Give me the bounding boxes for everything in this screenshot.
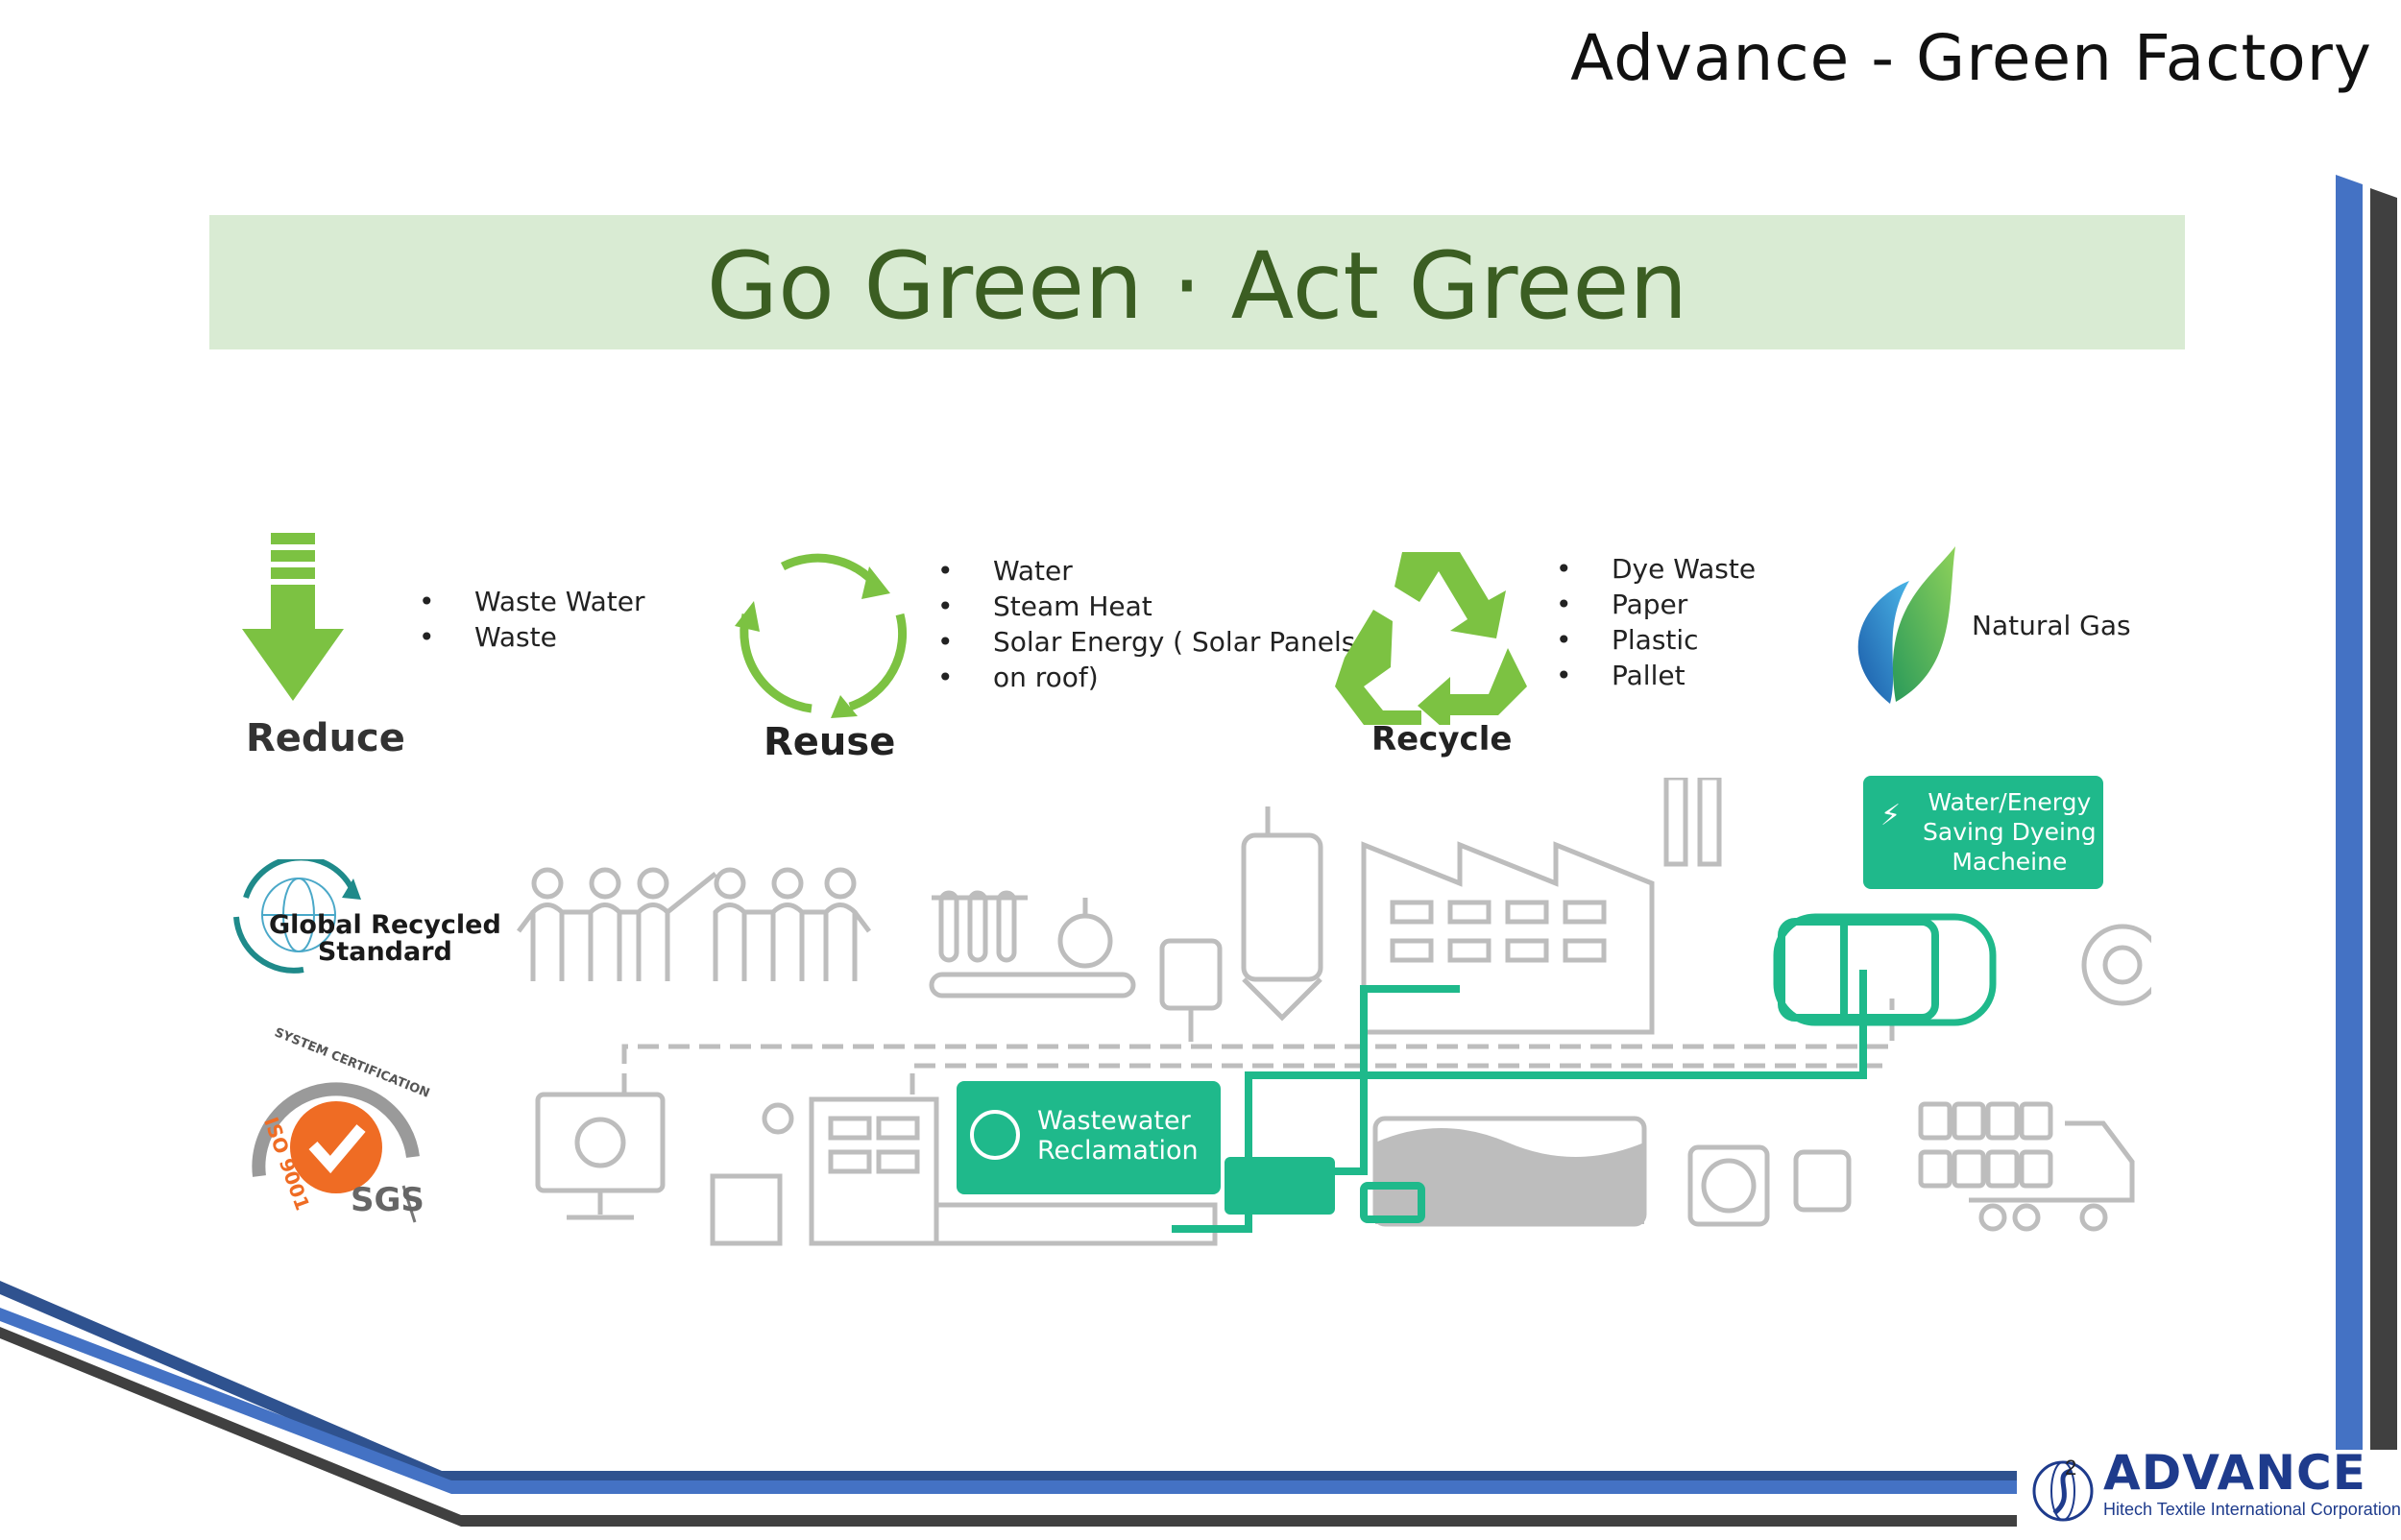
list-item: Steam Heat xyxy=(937,589,1355,624)
water-energy-callout: ⚡ Water/Energy Saving Dyeing Macheine xyxy=(1863,776,2103,889)
company-name: ADVANCE xyxy=(2103,1445,2366,1501)
list-item: Water xyxy=(937,553,1355,589)
natural-gas-flame-icon xyxy=(1857,546,1955,704)
water-energy-line3: Macheine xyxy=(1952,848,2068,876)
wastewater-text: Wastewater Reclamation xyxy=(1037,1106,1199,1166)
grs-line1: Global Recycled xyxy=(269,910,501,940)
list-item: Waste xyxy=(419,619,645,655)
list-item: Pallet xyxy=(1556,658,1756,693)
filter-tank-icon xyxy=(1225,1157,1335,1215)
list-item: Dye Waste xyxy=(1556,551,1756,587)
reduce-arrow-icon xyxy=(242,533,344,701)
truck-pallets-icon xyxy=(1918,1101,2135,1232)
wastewater-callout: Wastewater Reclamation xyxy=(957,1081,1221,1194)
list-item: Plastic xyxy=(1556,622,1756,658)
sgs-iso-badge xyxy=(252,1082,420,1223)
wastewater-line1: Wastewater xyxy=(1037,1106,1191,1136)
factory-building-icon xyxy=(1361,778,1722,1035)
slogan-text: Go Green · Act Green xyxy=(706,232,1688,340)
reuse-cycle-icon xyxy=(735,553,908,718)
monitor-timer-icon xyxy=(535,1092,666,1220)
advance-globe-logo xyxy=(2032,1460,2094,1522)
page-number: 2 xyxy=(2065,1456,2077,1480)
list-item: Paper xyxy=(1556,587,1756,622)
gear-icon xyxy=(2081,924,2151,1006)
reuse-label: Reuse xyxy=(764,720,896,764)
reduce-list: Waste Water Waste xyxy=(419,584,645,655)
slogan-banner: Go Green · Act Green xyxy=(209,215,2185,349)
people-icon xyxy=(517,867,871,981)
water-drop-icon xyxy=(970,1110,1020,1160)
dyeing-machine-icon xyxy=(1773,913,1997,1026)
list-item-continuation: on roof) xyxy=(993,662,1099,693)
reuse-list: Water Steam Heat Solar Energy ( Solar Pa… xyxy=(937,553,1355,695)
sgs-text: SGS xyxy=(351,1181,424,1219)
list-item: Solar Energy ( Solar Panels xyxy=(937,624,1355,660)
wastewater-line2: Reclamation xyxy=(1037,1136,1199,1166)
recycle-label: Recycle xyxy=(1371,720,1513,758)
grs-line2: Standard xyxy=(317,937,452,967)
list-item: on roof) xyxy=(937,660,1355,695)
lab-equipment-icon xyxy=(929,890,1136,999)
storage-tanks-icon xyxy=(1159,806,1323,1042)
recycle-icon xyxy=(1335,552,1527,725)
right-decor-bars xyxy=(2336,175,2397,1450)
grs-logo-text: Global Recycled Standard xyxy=(269,912,501,966)
list-item: Waste Water xyxy=(419,584,645,619)
factory-process-diagram xyxy=(517,778,2151,1246)
natural-gas-label: Natural Gas xyxy=(1972,610,2131,641)
water-energy-line2: Saving Dyeing xyxy=(1923,818,2097,846)
water-energy-text: Water/Energy Saving Dyeing Macheine xyxy=(1923,787,2097,877)
reduce-label: Reduce xyxy=(246,716,405,760)
slide-header-title: Advance - Green Factory xyxy=(1570,21,2372,95)
water-energy-line1: Water/Energy xyxy=(1928,788,2092,816)
recycle-list: Dye Waste Paper Plastic Pallet xyxy=(1556,551,1756,693)
control-panel-icon xyxy=(710,1096,1218,1246)
grs-globe-icon xyxy=(233,859,361,974)
company-subtitle: Hitech Textile International Corporation xyxy=(2103,1500,2401,1519)
lightning-drop-icon: ⚡ xyxy=(1880,799,1902,832)
